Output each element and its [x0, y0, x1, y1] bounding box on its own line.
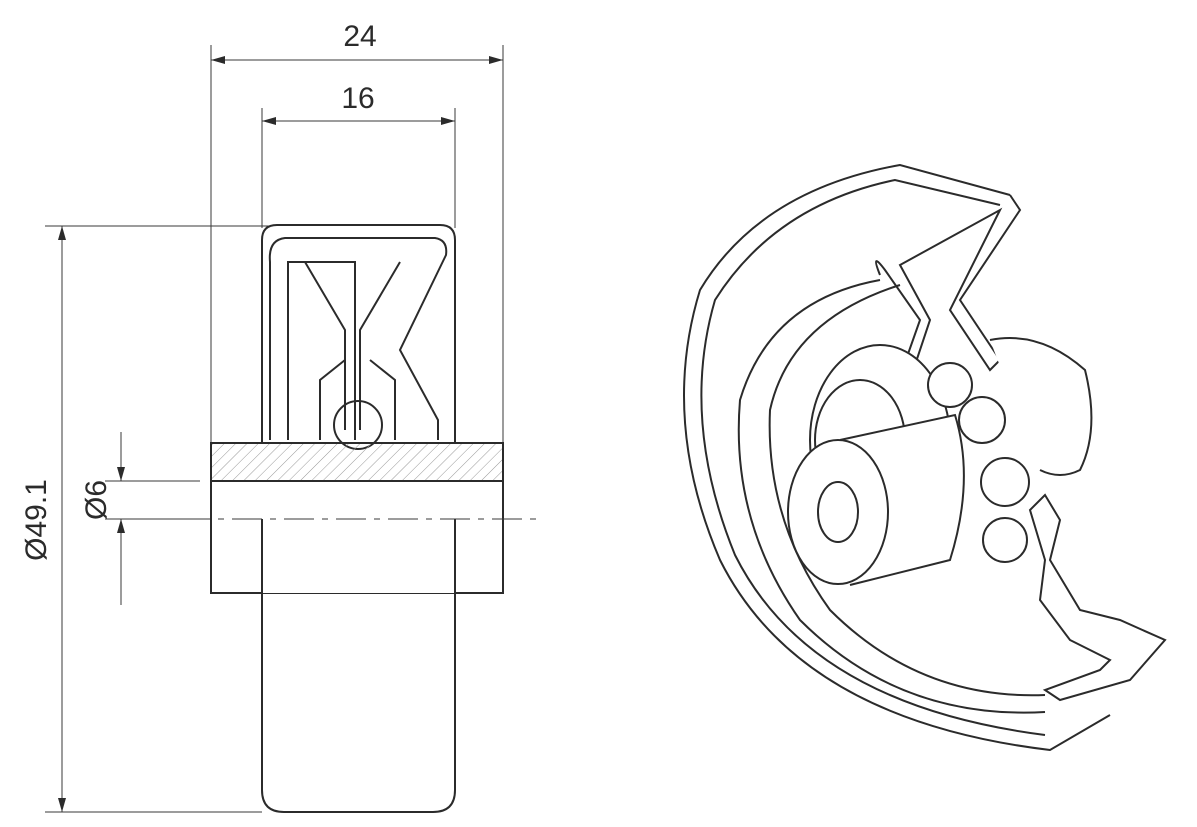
tyre-section: [268, 237, 448, 440]
ball-4: [982, 517, 1028, 563]
dim-wheel-width: 16: [341, 82, 374, 115]
tyre-outer: [683, 163, 1111, 752]
ball-3: [980, 457, 1030, 507]
ball-2: [958, 396, 1006, 444]
dim-overall-width: 24: [343, 20, 376, 53]
hub-bore: [817, 481, 859, 543]
wheel-outline: [261, 224, 456, 813]
dimension-lines: [58, 56, 503, 812]
extension-lines: [45, 45, 504, 813]
axle-hatch: [211, 443, 503, 481]
ball-bearing: [333, 400, 383, 450]
dim-wheel-diameter: Ø49.1: [20, 479, 53, 561]
dim-bore-diameter: Ø6: [80, 480, 113, 520]
side-view: 24 16 Ø49.1 Ø6: [20, 20, 540, 813]
ball-1: [927, 362, 973, 408]
isometric-view: [683, 163, 1167, 752]
